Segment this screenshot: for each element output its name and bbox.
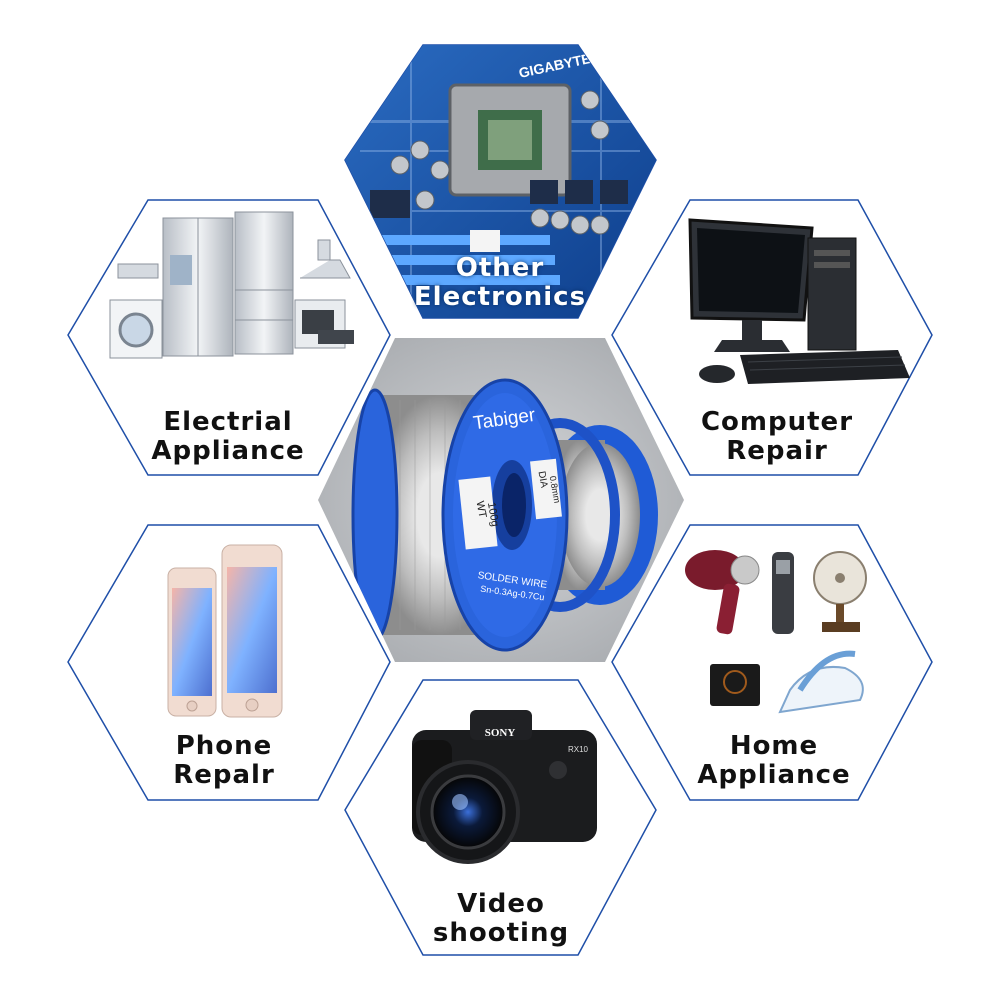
solder-wire-image: Tabiger WT 100g DIA 0.8mm SOLDER WIRE Sn… [318,338,684,662]
spool-diameter-line1: DIA [536,470,550,489]
label-other-electronics-line1: Other [455,253,545,283]
label-video-shooting-line2: shooting [432,918,570,948]
label-home-appliance-line2: Appliance [697,760,851,790]
label-phone-repair: Phone Repalr [94,732,354,790]
label-computer-repair-line1: Computer [700,407,854,437]
label-home-appliance: Home Appliance [644,732,904,790]
spool-weight-line2: 100g [485,501,501,527]
spool-diameter-line2: 0.8mm [548,475,563,504]
small-appliances-icon [685,550,867,714]
label-phone-repair-line1: Phone [175,731,273,761]
label-other-electronics: Other Electronics [370,254,630,312]
label-video-shooting-line1: Video [457,889,545,919]
label-electrial-appliance-line1: Electrial [163,407,293,437]
spool-weight-line1: WT [474,500,489,519]
smartphones-icon [167,544,283,718]
label-phone-repair-line2: Repalr [173,760,275,790]
home-appliances-icon [109,211,354,359]
desktop-computer-icon [688,218,910,384]
label-electrial-appliance-line2: Appliance [151,436,305,466]
camera-icon: SONY RX10 [412,710,597,864]
camera-brand: SONY [485,727,516,739]
camera-model: RX10 [568,745,589,754]
back-spool [500,418,658,612]
label-computer-repair: Computer Repair [647,408,907,466]
motherboard-image: GIGABYTE [345,45,656,318]
label-home-appliance-line1: Home [729,731,819,761]
label-electrial-appliance: Electrial Appliance [98,408,358,466]
label-video-shooting: Video shooting [371,890,631,948]
label-computer-repair-line2: Repair [726,436,828,466]
label-other-electronics-line2: Electronics [413,282,587,312]
front-spool [351,378,569,652]
